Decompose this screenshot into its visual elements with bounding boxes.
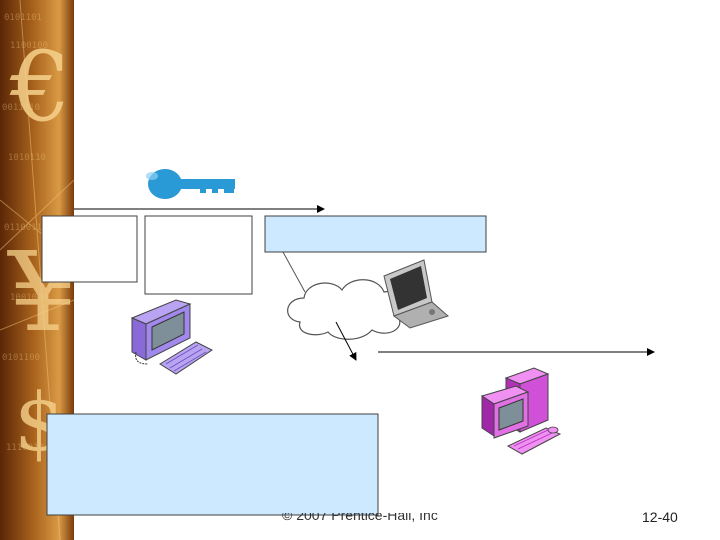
svg-text:0101100: 0101100 [2,353,40,363]
svg-text:1001010: 1001010 [10,293,48,303]
key-icon [146,169,235,199]
info-box-bottom [46,413,379,516]
info-box-top [264,215,487,253]
cloud-icon [287,279,405,340]
connector-line [282,251,306,293]
svg-text:1010110: 1010110 [8,153,46,163]
desktop-computer-icon [480,367,562,455]
svg-text:0011010: 0011010 [2,103,40,113]
svg-text:0101101: 0101101 [4,13,42,23]
desktop-computer-icon [130,299,213,375]
page-number: 12-40 [642,509,678,525]
copyright-text: © 2007 Prentice-Hall, Inc [282,507,438,523]
laptop-icon [383,259,449,329]
cloud-down-arrow [335,321,357,361]
box-middle [144,215,253,295]
box-left [41,215,138,283]
euro-symbol: € [9,31,71,143]
svg-text:1110010: 1110010 [6,443,44,453]
svg-text:1100100: 1100100 [10,41,48,51]
